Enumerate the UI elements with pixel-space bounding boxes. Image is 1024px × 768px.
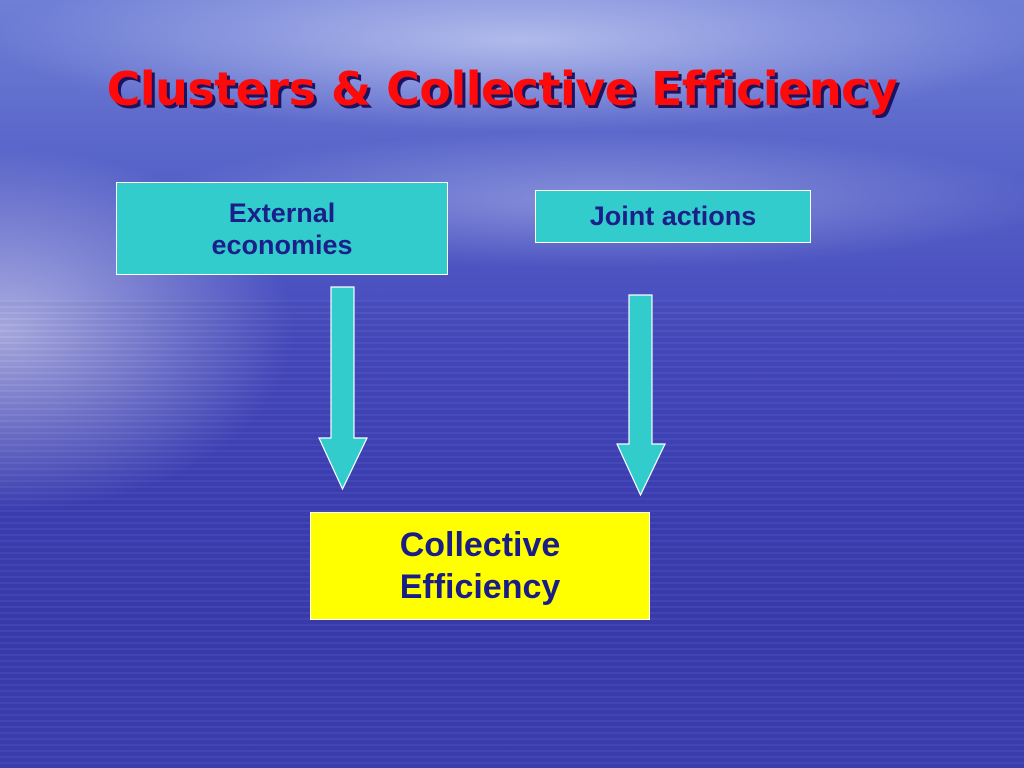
slide-title: Clusters & Collective Efficiency	[106, 62, 898, 116]
collective-efficiency-label: Collective Efficiency	[399, 526, 561, 606]
arrow-external-to-collective	[318, 286, 368, 491]
arrow-joint-to-collective	[616, 294, 666, 497]
arrow-down-icon	[616, 294, 666, 497]
arrow-down-icon	[318, 286, 368, 491]
joint-actions-box: Joint actions	[535, 190, 811, 243]
joint-actions-label: Joint actions	[589, 201, 757, 231]
external-economies-box: External economies	[116, 182, 448, 275]
collective-efficiency-box: Collective Efficiency	[310, 512, 650, 620]
external-economies-label: External economies	[211, 197, 353, 260]
